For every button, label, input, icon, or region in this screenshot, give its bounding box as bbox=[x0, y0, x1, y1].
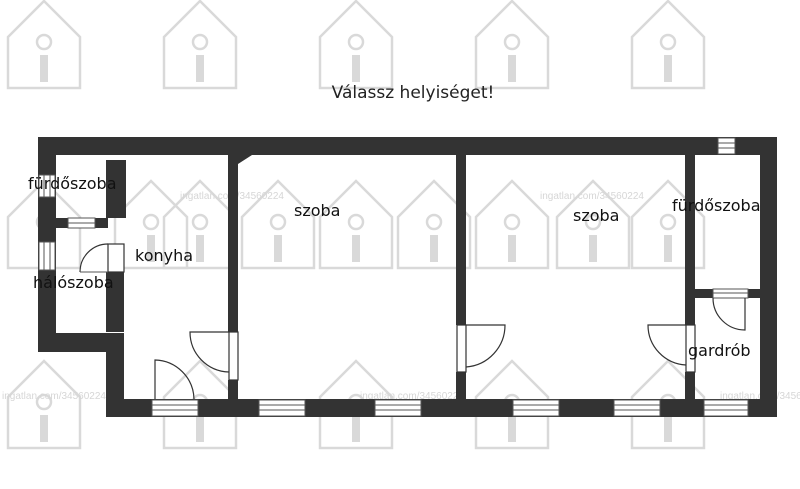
watermark-house-icon bbox=[474, 179, 550, 270]
watermark-house-icon bbox=[318, 0, 394, 90]
watermark-house-icon bbox=[6, 0, 82, 90]
room-label-furdoszoba-left[interactable]: fürdőszoba bbox=[28, 174, 117, 193]
room-label-haloszoba[interactable]: hálószoba bbox=[33, 273, 114, 292]
watermark-house-icon bbox=[474, 0, 550, 90]
page-title: Válassz helyiséget! bbox=[332, 83, 495, 103]
watermark-house-icon bbox=[162, 0, 238, 90]
room-label-szoba-2[interactable]: szoba bbox=[573, 206, 619, 225]
watermark-house-icon bbox=[396, 179, 472, 270]
watermark-house-icon bbox=[318, 179, 394, 270]
doors bbox=[67, 217, 749, 400]
watermark-house-icon bbox=[555, 179, 631, 270]
watermark-house-icon bbox=[240, 179, 316, 270]
watermark-text: ingatlan.com/34560224 bbox=[2, 391, 106, 402]
watermark-house-icon bbox=[6, 359, 82, 450]
windows bbox=[38, 137, 749, 417]
watermark-text: ingatlan.com/34560224 bbox=[360, 391, 464, 402]
watermark-text: ingatlan.com/34560224 bbox=[540, 191, 644, 202]
room-label-furdoszoba-right[interactable]: fürdőszoba bbox=[672, 196, 761, 215]
walls bbox=[38, 137, 777, 417]
watermark-house-icon bbox=[630, 0, 706, 90]
room-label-konyha[interactable]: konyha bbox=[135, 246, 193, 265]
room-label-gardrob[interactable]: gardrób bbox=[688, 341, 751, 360]
watermark-house-icon bbox=[630, 179, 706, 270]
room-label-szoba-1[interactable]: szoba bbox=[294, 201, 340, 220]
room-labels: fürdőszoba hálószoba konyha szoba szoba … bbox=[28, 174, 761, 360]
